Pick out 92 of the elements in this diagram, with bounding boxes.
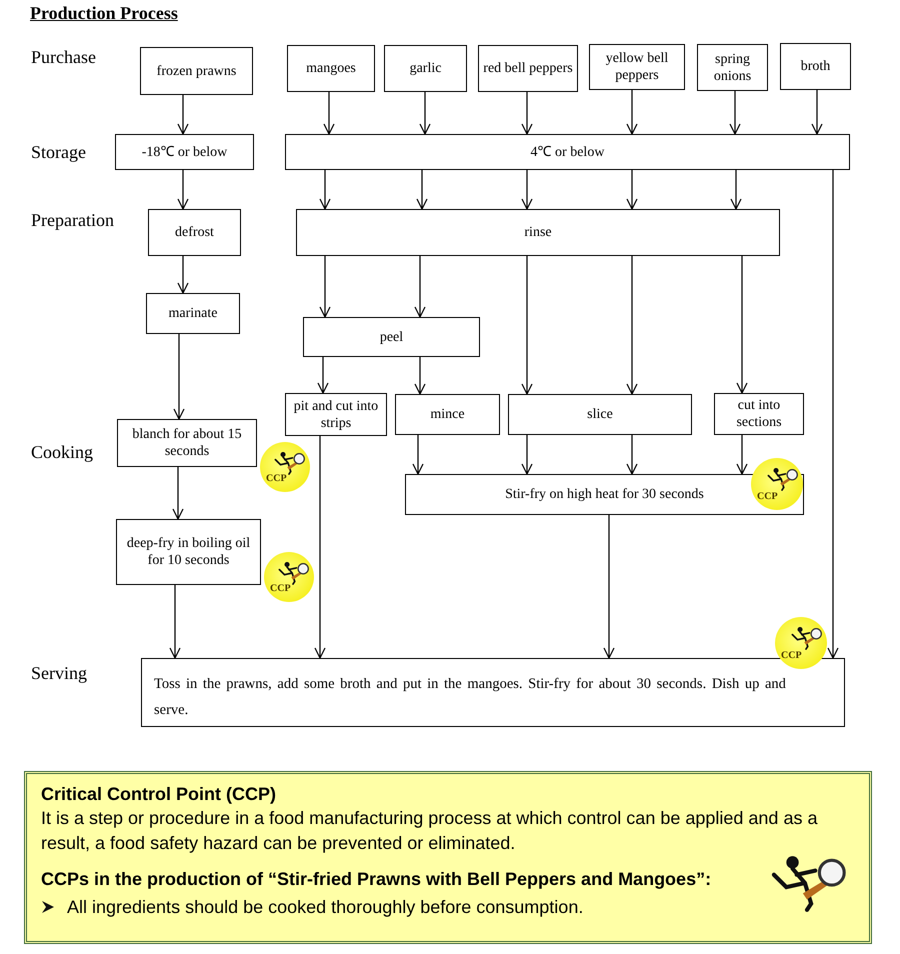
arrow (521, 170, 533, 210)
stage-label: Cooking (31, 441, 94, 464)
arrow (521, 435, 533, 475)
arrow (317, 357, 329, 394)
process-box (384, 45, 467, 92)
process-box (285, 393, 387, 436)
process-text: defrost (175, 224, 214, 241)
process-box (589, 44, 685, 90)
arrow (626, 170, 638, 210)
process-text: frozen prawns (156, 62, 236, 80)
definition-text: It is a step or procedure in a food manufacturing process at which control can be applied and as a result, a food safety hazard can be prevented or eliminated. (41, 807, 818, 855)
stage-label: Serving (31, 662, 87, 685)
arrow (603, 515, 615, 659)
ccp-badge (775, 617, 827, 669)
arrow (626, 90, 638, 135)
process-text: rinse (524, 224, 552, 241)
process-text: peel (380, 328, 404, 346)
bullet-text: All ingredients should be cooked thoroughly before consumption. (67, 896, 584, 920)
process-text: pit and cut into strips (292, 398, 380, 432)
process-text: 4℃ or below (530, 144, 604, 160)
arrow (419, 92, 431, 135)
process-text: -18℃ or below (142, 144, 228, 160)
arrow (177, 95, 189, 135)
badge-label: CCP (266, 474, 287, 484)
arrow (521, 92, 533, 135)
diagram-title: Production Process (30, 2, 178, 25)
process-text: mince (430, 406, 465, 423)
arrow (736, 435, 748, 475)
arrow (414, 357, 426, 395)
process-box (287, 45, 375, 92)
process-box (697, 44, 768, 91)
process-box (478, 45, 578, 92)
arrow (827, 170, 839, 659)
arrow (521, 256, 533, 395)
process-box (117, 419, 257, 467)
arrow (177, 256, 189, 294)
badge-label: CCP (270, 584, 291, 594)
process-box (714, 393, 804, 435)
process-text: cut into sections (735, 397, 783, 431)
process-box (508, 394, 692, 435)
process-box (148, 209, 241, 256)
process-box (296, 209, 780, 256)
arrow (811, 90, 823, 135)
ccp-badge (264, 552, 314, 602)
arrow (319, 170, 331, 210)
process-text: deep-fry in boiling oil for 10 seconds (126, 535, 252, 569)
process-text: marinate (168, 305, 218, 322)
process-text: yellow bell peppers (604, 50, 670, 84)
arrow (730, 170, 742, 210)
arrow (319, 256, 331, 318)
ccp-badge (260, 442, 310, 492)
process-text: slice (587, 406, 613, 423)
process-box (115, 134, 254, 170)
stage-label: Preparation (31, 209, 114, 232)
arrow (172, 467, 184, 520)
process-text: red bell peppers (483, 60, 573, 77)
process-text: spring onions (712, 50, 752, 84)
process-box (780, 43, 851, 90)
badge-label: CCP (757, 492, 778, 502)
arrow (414, 256, 426, 318)
stage-label: Purchase (31, 46, 96, 69)
process-box (285, 134, 850, 170)
process-text: blanch for about 15 seconds (131, 426, 243, 460)
process-box (303, 317, 480, 357)
arrow (177, 170, 189, 210)
arrow (626, 256, 638, 395)
process-text: Toss in the prawns, add some broth and put in the mangoes. Stir-fry for about 30 seconds. Dish up and serve. (154, 675, 787, 720)
arrow (626, 435, 638, 475)
arrow (169, 585, 181, 659)
arrow (314, 436, 326, 659)
definition-panel (24, 771, 872, 944)
arrow (416, 170, 428, 210)
process-box (140, 47, 253, 95)
arrow (323, 92, 335, 135)
panel-heading: Critical Control Point (CCP) (41, 783, 277, 806)
process-box (405, 474, 804, 515)
process-text: mangoes (306, 60, 356, 77)
stage-label: Storage (31, 141, 86, 164)
ccp-badge (751, 458, 803, 510)
arrow (736, 256, 748, 394)
arrow (729, 91, 741, 135)
process-box (146, 293, 240, 334)
process-box (116, 519, 261, 585)
process-box (395, 394, 500, 435)
badge-label: CCP (781, 651, 802, 661)
process-text: Stir-fry on high heat for 30 seconds (505, 486, 704, 503)
process-text: garlic (410, 60, 442, 77)
arrow (173, 334, 185, 420)
process-box (141, 658, 845, 727)
panel-heading: CCPs in the production of “Stir-fried Prawns with Bell Peppers and Mangoes”: (41, 868, 712, 891)
process-text: broth (800, 58, 830, 75)
arrow (412, 435, 424, 475)
